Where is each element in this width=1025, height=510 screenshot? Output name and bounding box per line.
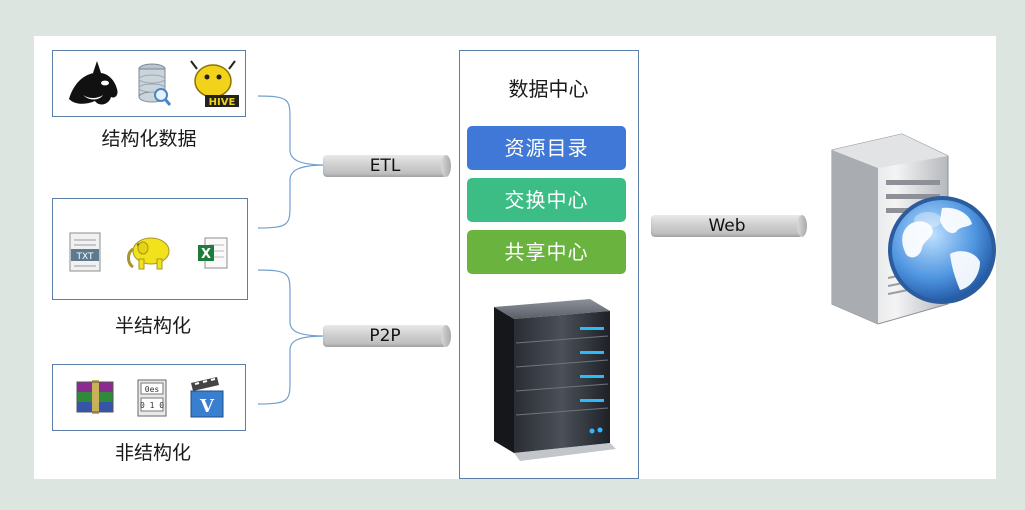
hadoop-elephant-icon — [127, 237, 170, 270]
orca-whale-icon — [69, 61, 118, 105]
unstructured-box: 0es 0 1 0 V — [52, 364, 246, 431]
svg-text:X: X — [201, 247, 211, 262]
txt-file-icon: TXT — [69, 232, 101, 272]
sharing-center-module[interactable]: 共享中心 — [467, 230, 626, 274]
video-file-icon: V — [190, 377, 224, 418]
semi-structured-label: 半结构化 — [114, 315, 191, 337]
structured-data-box: HIVE — [52, 50, 246, 117]
web-server-globe-icon — [831, 133, 996, 325]
semi-structured-box: TXT X — [52, 198, 248, 300]
exchange-center-module[interactable]: 交换中心 — [467, 178, 626, 222]
excel-file-icon: X — [198, 237, 228, 269]
svg-text:V: V — [199, 396, 215, 417]
etl-connector: ETL — [323, 155, 451, 177]
data-center-box: 数据中心 资源目录 交换中心 共享中心 — [459, 50, 639, 479]
structured-data-label: 结构化数据 — [101, 128, 197, 150]
svg-text:TXT: TXT — [75, 252, 94, 262]
svg-text:HIVE: HIVE — [209, 97, 236, 108]
resource-catalog-module[interactable]: 资源目录 — [467, 126, 626, 170]
winrar-archive-icon — [76, 380, 114, 414]
svg-text:0 1 0: 0 1 0 — [140, 401, 164, 410]
database-icon — [138, 63, 171, 106]
hive-bee-icon: HIVE — [190, 60, 239, 108]
web-connector: Web — [651, 215, 807, 237]
svg-text:0es: 0es — [145, 385, 160, 394]
unstructured-label: 非结构化 — [114, 442, 191, 464]
binary-document-icon: 0es 0 1 0 — [137, 379, 167, 417]
p2p-connector: P2P — [323, 325, 451, 347]
data-center-title: 数据中心 — [508, 77, 589, 101]
server-rack-icon — [494, 299, 616, 461]
